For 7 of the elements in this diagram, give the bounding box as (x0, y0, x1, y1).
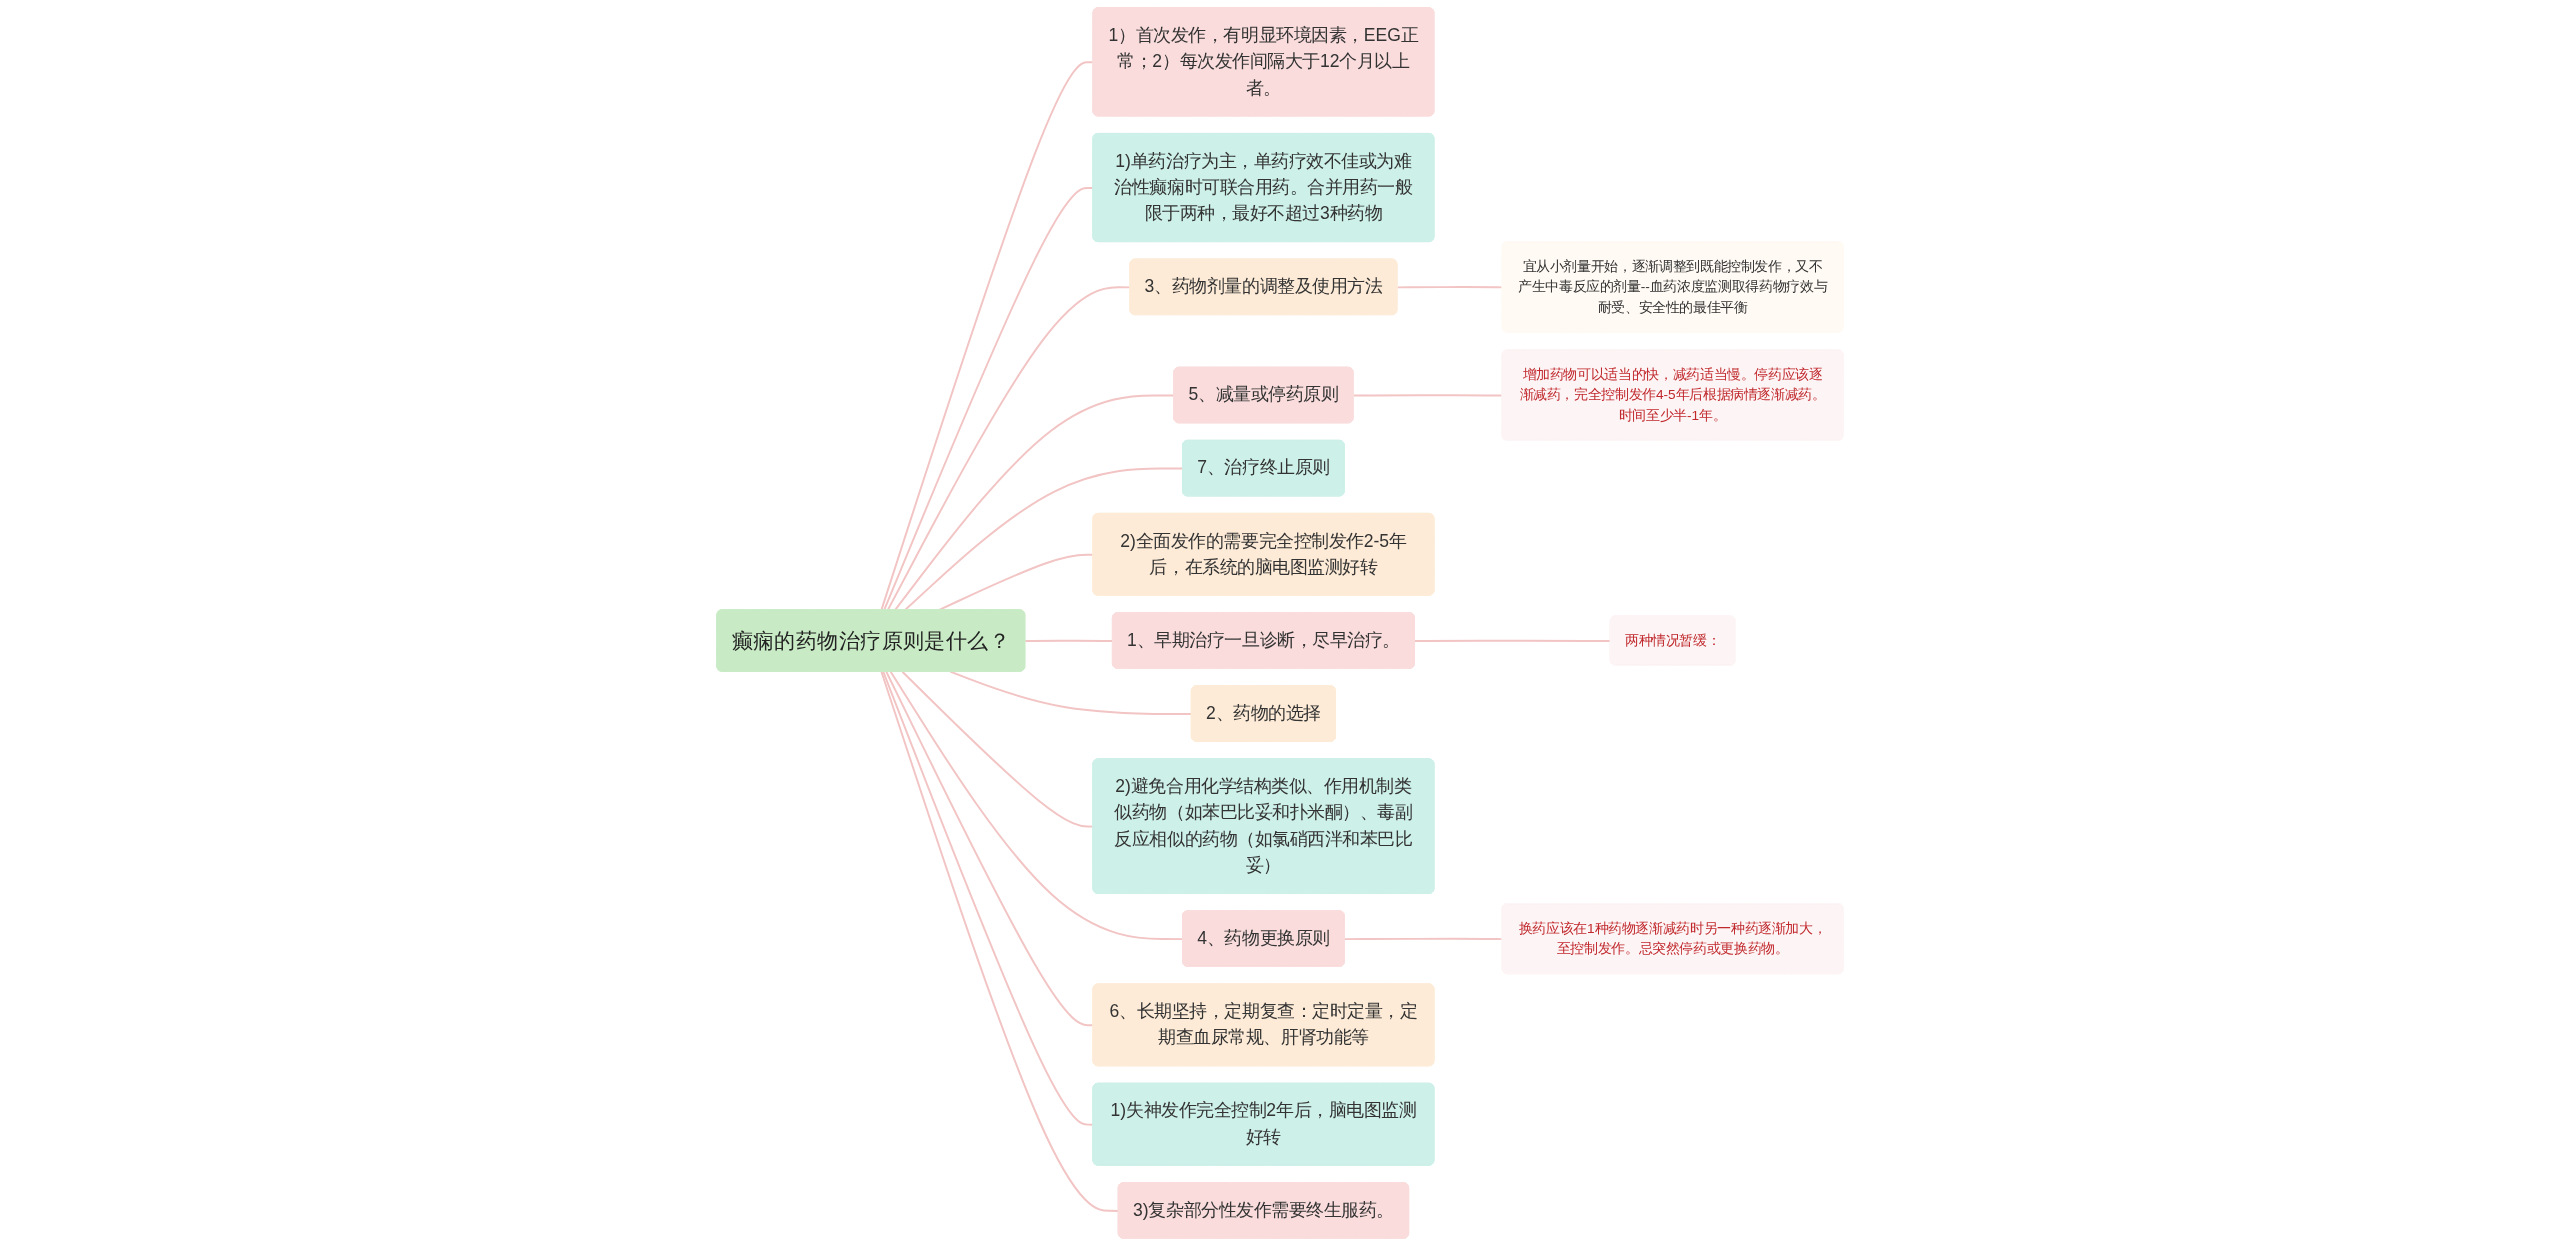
connector (1343, 937, 1504, 941)
connector (949, 670, 1193, 716)
connector (1413, 639, 1612, 642)
connector (1396, 286, 1504, 289)
connector (880, 670, 1120, 1212)
connector (1352, 394, 1504, 397)
connector (1024, 639, 1114, 642)
